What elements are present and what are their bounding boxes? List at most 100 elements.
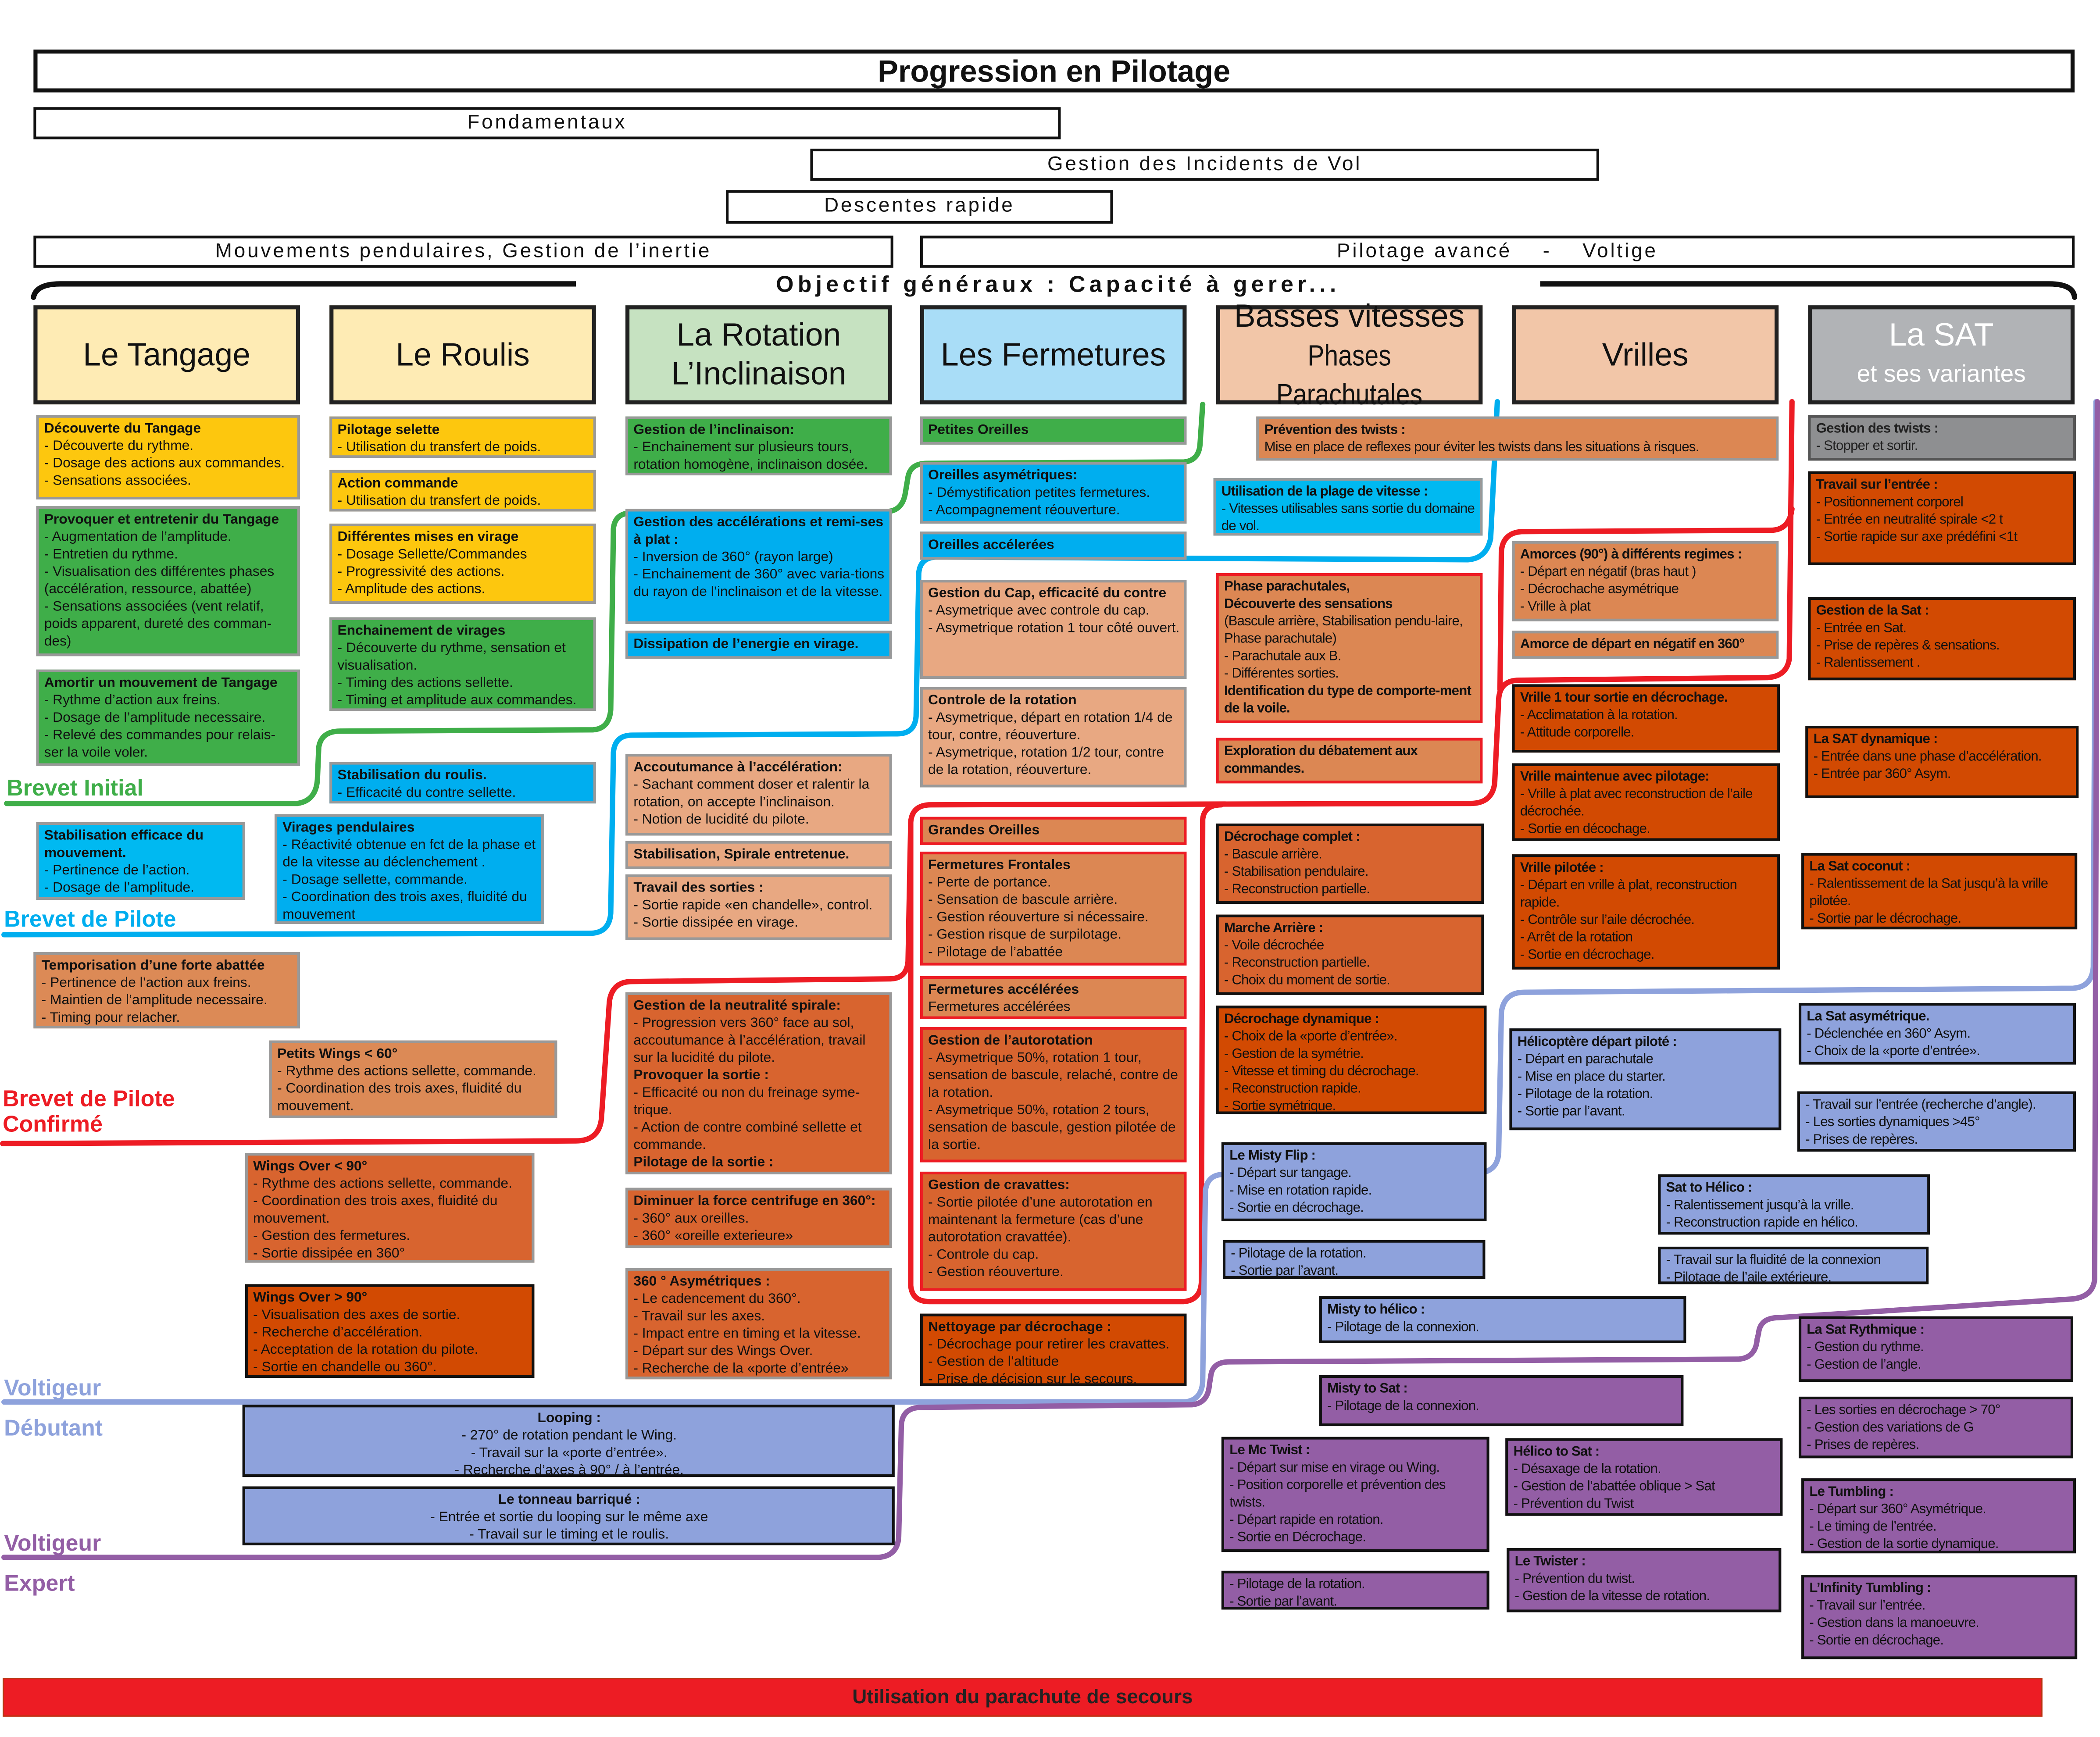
column-header-title: La SAT (1889, 317, 1994, 354)
skill-card-title: Misty to Sat : (1327, 1382, 1408, 1397)
skill-card-title: Dissipation de l’energie en virage. (633, 637, 859, 653)
skill-card: - Pilotage de la rotation.- Sortie par l… (1222, 1240, 1486, 1279)
skill-card-line: - Position corporelle et prévention des … (1229, 1478, 1446, 1511)
voltigeur-debutant-line (1, 399, 2099, 1405)
skill-card: Le tonneau barriqué :- Entrée et sortie … (242, 1486, 895, 1545)
column-header-4: Les Fermetures (920, 305, 1187, 405)
skill-card-line: - Asymetrique, départ en rotation 1/4 de… (928, 711, 1173, 743)
skill-card-line: Mise en place de reflexes pour éviter le… (1264, 440, 1700, 456)
skill-card-line: - Travail sur l’entrée. (1809, 1598, 1925, 1614)
column-header-title: Le Tangage (83, 336, 251, 373)
skill-card: Provoquer et entretenir du Tangage- Augm… (36, 506, 300, 656)
level-brevet-confirme-line1: Brevet de Pilote (3, 1086, 175, 1112)
skill-card-title: Fermetures accélérées (928, 983, 1079, 998)
skill-card: Gestion des twists :- Stopper et sortir. (1808, 415, 2076, 461)
skill-card: Gestion de l’autorotation- Asymetrique 5… (920, 1027, 1187, 1163)
skill-card-line: - Asymetrique, rotation 1/2 tour, contre… (928, 745, 1164, 778)
skill-card: Gestion du Cap, efficacité du contre- As… (920, 580, 1187, 679)
skill-card: Travail des sorties : - Sortie rapide «en… (625, 874, 892, 940)
skill-card-line: - Gestion risque de surpilotage. (928, 928, 1122, 943)
skill-card-line: - Dosage de l’amplitude necessaire. (44, 711, 266, 726)
skill-card-title: Décrochage dynamique : (1224, 1012, 1379, 1027)
skill-card-line: - Inversion de 360° (rayon large) (633, 550, 833, 565)
skill-card-line: Identification du type de comporte-ment … (1224, 684, 1471, 717)
skill-card: Amorces (90°) à différents regimes :- Dé… (1512, 541, 1779, 621)
skill-card-line: - Départ sur 360° Asymétrique. (1809, 1502, 1986, 1517)
column-header-2: Le Roulis (329, 305, 596, 405)
skill-card-title: Fermetures Frontales (928, 858, 1071, 873)
skill-card-line: - 270° de rotation pendant le Wing. (461, 1429, 677, 1444)
skill-card-line: - Départ en vrille à plat, reconstructio… (1520, 878, 1737, 911)
skill-card-line: - Choix de la «porte d’entrée». (1224, 1030, 1398, 1045)
skill-card: 360 ° Asymétriques :- Le cadencement du … (625, 1268, 892, 1380)
skill-card-line: - Asymetrique 50%, rotation 1 tour, sens… (928, 1051, 1178, 1101)
skill-card-line: - Choix de la «porte d’entrée». (1807, 1044, 1980, 1059)
skill-card-line: - Prévention du twist. (1514, 1572, 1635, 1587)
skill-card: Controle de la rotation - Asymetrique, dé… (920, 687, 1187, 788)
skill-card-line: - Décrochage pour retirer les cravattes. (928, 1338, 1170, 1353)
skill-card-line: - Départ sur tangage. (1229, 1166, 1352, 1181)
skill-card-title: Petits Wings < 60° (277, 1047, 398, 1062)
level-voltigeur-expert: Voltigeur Expert (4, 1524, 101, 1604)
skill-card-title: Sat to Hélico : (1666, 1181, 1753, 1196)
skill-card: Stabilisation efficace du mouvement.- Pe… (36, 822, 245, 900)
skill-card-line: - Acclimatation à la rotation. (1520, 708, 1678, 723)
column-header-subtitle: Phases Parachutales (1276, 338, 1423, 410)
skill-card: Looping : - 270° de rotation pendant le W… (242, 1405, 895, 1477)
skill-card-line: - Sortie en chandelle ou 360°. (253, 1360, 437, 1376)
skill-card-title: Controle de la rotation (928, 693, 1077, 709)
skill-card: Grandes Oreilles (920, 817, 1187, 845)
skill-card: Vrille maintenue avec pilotage:- Vrille … (1512, 763, 1780, 841)
skill-card-title: Amorce de départ en négatif en 360° (1520, 637, 1745, 653)
column-header-title: Vrilles (1602, 336, 1689, 373)
skill-card-line: - Sortie symétrique. (1224, 1099, 1336, 1114)
skill-card-line: - Gestion réouverture. (928, 1265, 1064, 1280)
skill-card-title: Gestion des twists : (1816, 421, 1939, 437)
skill-card-line: - Le timing de l’entrée. (1809, 1519, 1936, 1535)
phase-pendulaires: Mouvements pendulaires, Gestion de l’ine… (33, 235, 893, 268)
skill-card-line: - Contrôle sur l’aile décrochée. (1520, 913, 1695, 928)
skill-card-line: - Déclenchée en 360° Asym. (1807, 1027, 1971, 1042)
skill-card-line: - Sortie en décrochage. (1520, 948, 1655, 963)
skill-card-title: 360 ° Asymétriques : (633, 1275, 770, 1290)
skill-card-line: - Les sorties dynamiques >45° (1805, 1115, 1980, 1131)
skill-card-line: - Départ rapide en rotation. (1229, 1513, 1383, 1528)
skill-card-line: - Positionnement corporel (1816, 495, 1964, 510)
skill-card-line: - Asymetrique 50%, rotation 2 tours, sen… (928, 1103, 1176, 1153)
level-voltigeur-debutant-line1: Voltigeur (4, 1375, 101, 1401)
skill-card-title: Misty to hélico : (1327, 1303, 1425, 1318)
skill-card-line: - Démystification petites fermetures. (928, 486, 1150, 501)
skill-card: Misty to hélico :- Pilotage de la connex… (1319, 1296, 1686, 1343)
skill-card: Pilotage selette- Utilisation du transfe… (329, 416, 596, 458)
skill-card-title: Travail des sorties : (633, 881, 764, 896)
skill-card: Utilisation de la plage de vitesse : - V… (1213, 478, 1483, 536)
skill-card-line: Découverte des sensations (1224, 597, 1393, 612)
skill-card: Action commande- Utilisation du transfer… (329, 470, 596, 512)
skill-card-line: - Impact entre en timing et la vitesse. (633, 1327, 861, 1342)
skill-card-line: - Timing pour relacher. (41, 1011, 180, 1026)
brevet-confirme-line (0, 399, 1795, 1146)
skill-card-line: - Gestion de la sortie dynamique. (1809, 1537, 1999, 1552)
brevet-pilote-line (1, 399, 1500, 938)
level-brevet-initial: Brevet Initial (7, 775, 143, 801)
skill-card: Diminuer la force centrifuge en 360°:- 3… (625, 1188, 892, 1248)
skill-card-title: Marche Arrière : (1224, 921, 1323, 936)
skill-card-line: - Sortie par l’avant. (1517, 1105, 1625, 1120)
skill-card-line: - Entrée en Sat. (1816, 621, 1907, 636)
skill-card-title: La SAT dynamique : (1813, 732, 1938, 747)
skill-card-title: Looping : (537, 1411, 601, 1427)
skill-card-line: - Sortie rapide «en chandelle», control. (633, 898, 873, 913)
skill-card: Accoutumance à l’accélération:- Sachant … (625, 754, 892, 836)
skill-card-line: - Recherche d’axes à 90° / à l’entrée. (454, 1463, 684, 1477)
skill-card-line: - Sortie rapide sur axe prédéfini <1t (1816, 530, 2018, 545)
skill-card-title: Le Mc Twist : (1229, 1443, 1310, 1459)
skill-card: Stabilisation, Spirale entretenue. (625, 841, 892, 869)
column-header-title: Les Fermetures (941, 336, 1166, 373)
skill-card: Le Misty Flip :- Départ sur tangage.- Mi… (1221, 1142, 1487, 1221)
level-brevet-confirme: Brevet de Pilote Confirmé (3, 1086, 175, 1137)
skill-card-line: - Visualisation des axes de sortie. (253, 1308, 461, 1323)
skill-card-title: Gestion de l’inclinaison: (633, 423, 795, 438)
